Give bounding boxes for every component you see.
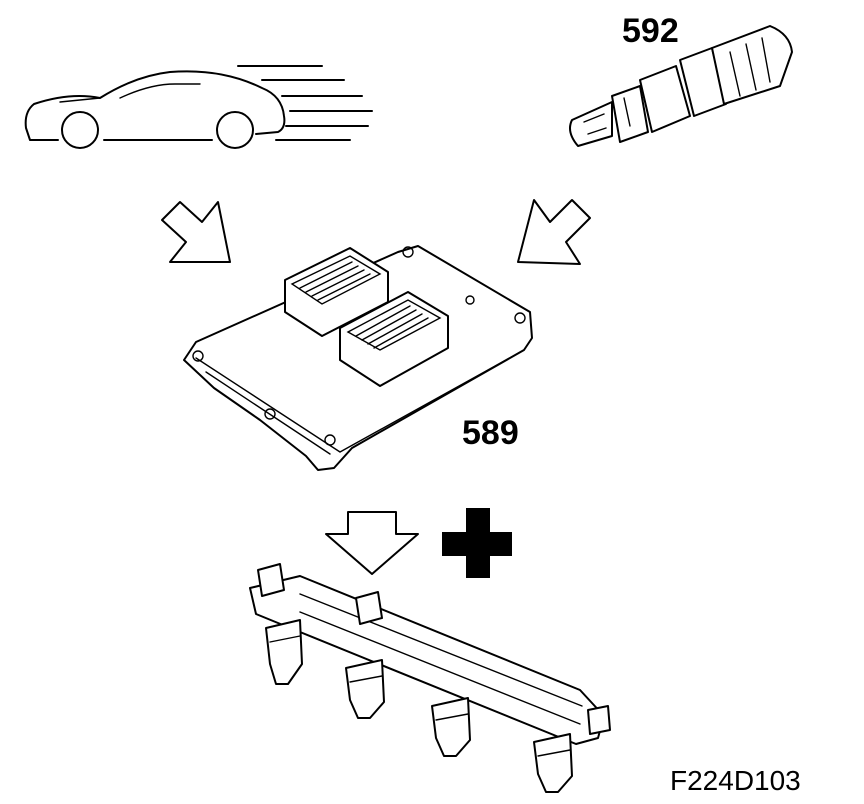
moving-car-illustration bbox=[24, 65, 373, 149]
callout-592: 592 bbox=[622, 12, 679, 50]
figure-id: F224D103 bbox=[670, 765, 801, 796]
engine-control-module-illustration bbox=[183, 245, 533, 471]
plus-sign bbox=[442, 508, 512, 578]
input-arrow-right bbox=[517, 199, 591, 265]
oxygen-sensor-illustration bbox=[569, 25, 793, 147]
callout-589: 589 bbox=[462, 414, 519, 452]
fuel-rail-injectors-illustration bbox=[249, 563, 611, 793]
motion-lines bbox=[237, 65, 373, 141]
output-arrow-down bbox=[325, 511, 419, 575]
input-arrow-left bbox=[161, 201, 231, 263]
